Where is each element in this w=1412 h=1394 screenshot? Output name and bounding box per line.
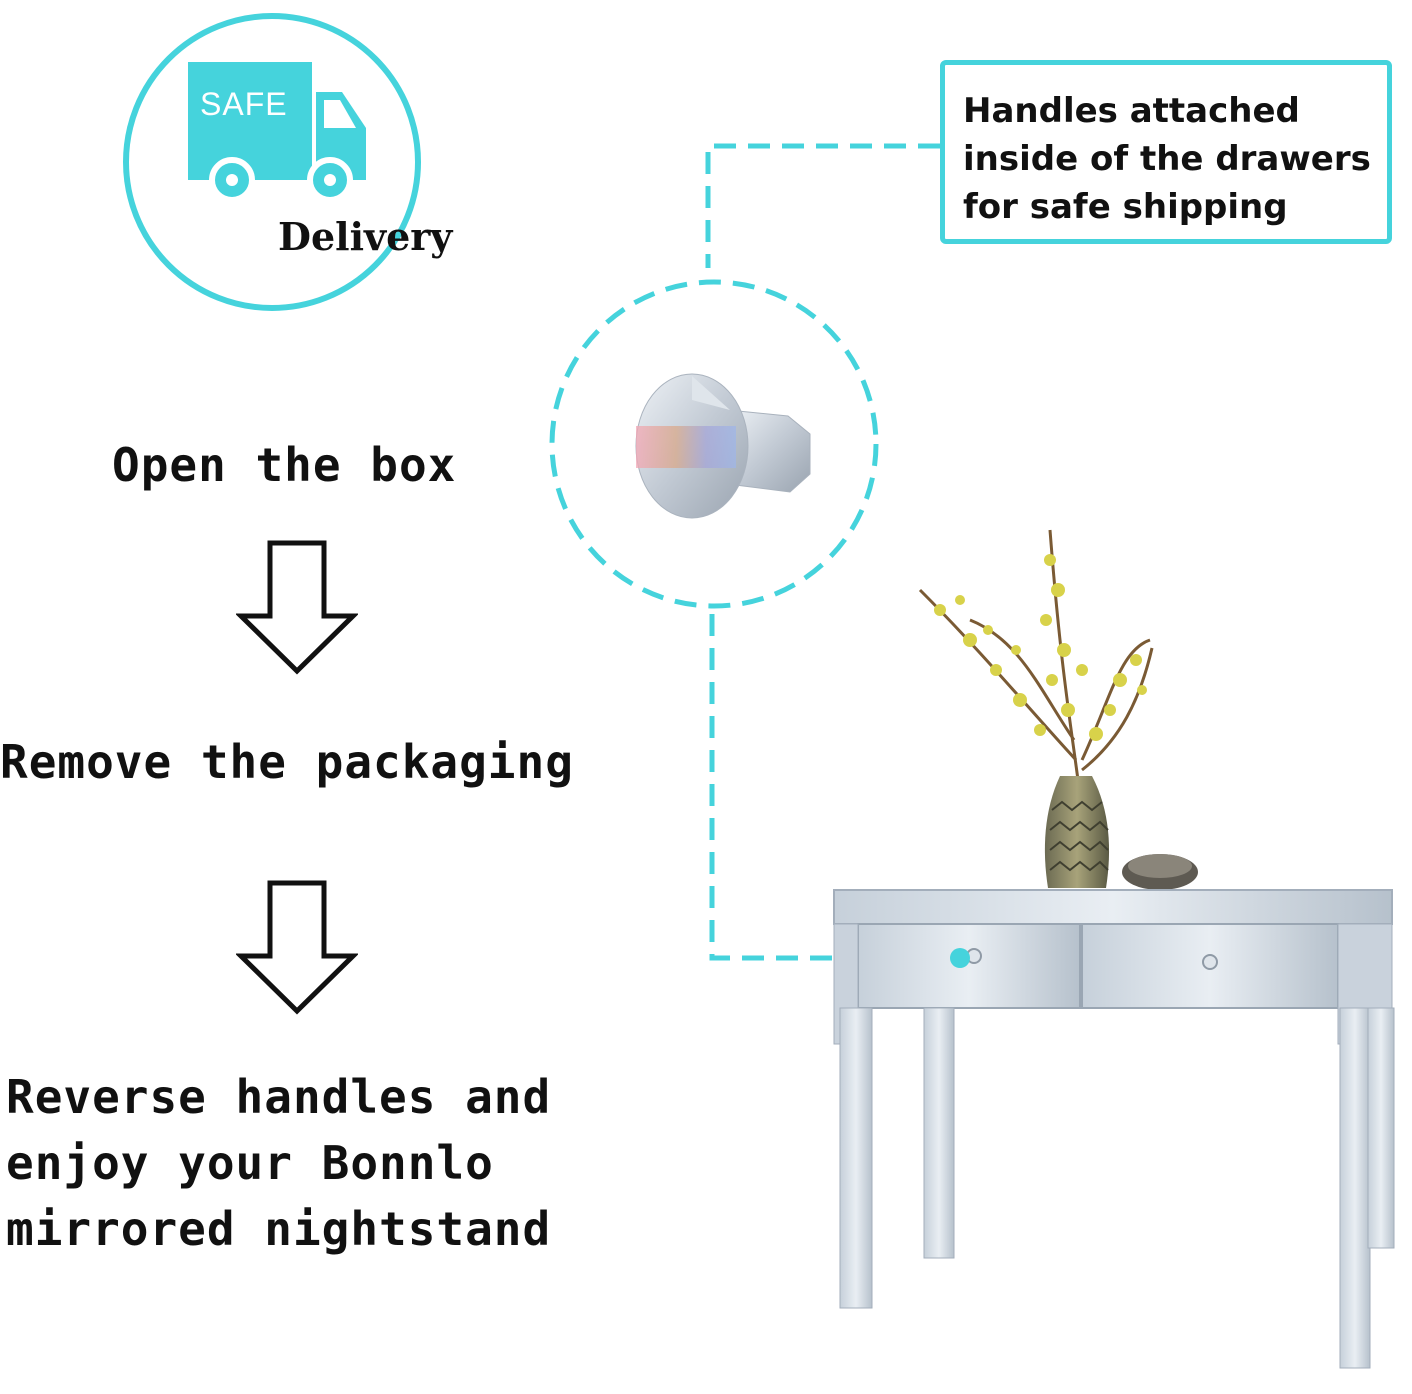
callout-box: Handles attached inside of the drawers f… (940, 60, 1392, 244)
callout-text: Handles attached inside of the drawers f… (963, 91, 1371, 227)
mirrored-console-table-icon (833, 529, 1395, 1369)
step-2-text: Remove the packaging (0, 735, 574, 789)
delivery-label: Delivery (278, 214, 453, 259)
step-1-text: Open the box (112, 438, 457, 492)
safe-label: SAFE (200, 86, 288, 122)
safe-delivery-badge (123, 13, 421, 311)
connector-endpoint-dot (950, 948, 970, 968)
step-3-text: Reverse handles and enjoy your Bonnlo mi… (6, 1070, 552, 1256)
drawer-knob-icon (635, 373, 811, 519)
down-arrow-icon (236, 880, 358, 1015)
delivery-truck-icon (188, 62, 366, 203)
down-arrow-icon (236, 540, 358, 675)
